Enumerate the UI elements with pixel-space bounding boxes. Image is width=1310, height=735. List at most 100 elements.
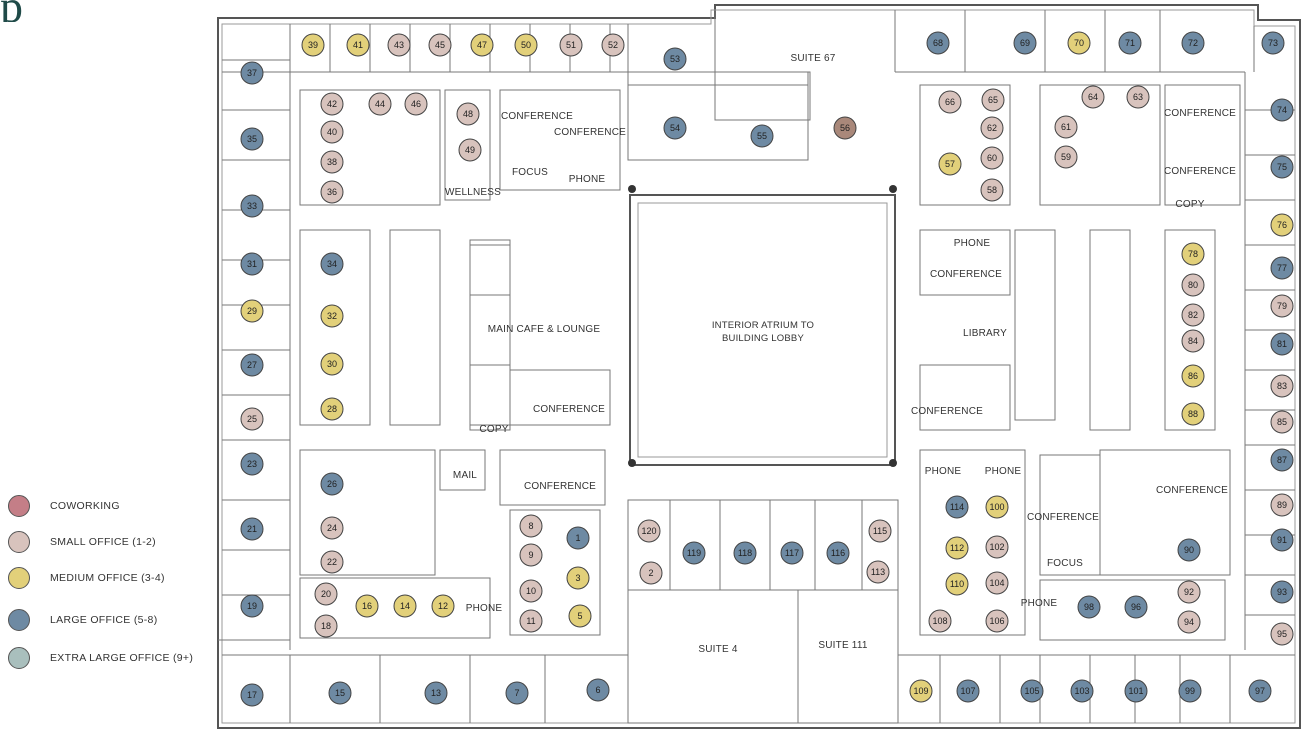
office-marker-circle[interactable] [320,397,344,421]
office-marker-59[interactable]: 59 [1054,145,1078,169]
office-marker-76[interactable]: 76 [1270,213,1294,237]
office-marker-38[interactable]: 38 [320,150,344,174]
office-marker-117[interactable]: 117 [780,541,804,565]
office-marker-circle[interactable] [1270,256,1294,280]
office-marker-circle[interactable] [428,33,452,57]
office-marker-circle[interactable] [1077,595,1101,619]
office-marker-64[interactable]: 64 [1081,85,1105,109]
office-marker-107[interactable]: 107 [956,679,980,703]
office-marker-circle[interactable] [868,519,892,543]
office-marker-77[interactable]: 77 [1270,256,1294,280]
office-marker-72[interactable]: 72 [1181,31,1205,55]
office-marker-circle[interactable] [1118,31,1142,55]
office-marker-circle[interactable] [320,516,344,540]
office-marker-101[interactable]: 101 [1124,679,1148,703]
office-marker-80[interactable]: 80 [1181,273,1205,297]
office-marker-circle[interactable] [1261,31,1285,55]
office-marker-circle[interactable] [240,61,264,85]
office-marker-circle[interactable] [240,594,264,618]
office-marker-circle[interactable] [505,681,529,705]
office-marker-83[interactable]: 83 [1270,374,1294,398]
office-marker-circle[interactable] [387,33,411,57]
office-marker-6[interactable]: 6 [586,678,610,702]
office-marker-circle[interactable] [1126,85,1150,109]
office-marker-circle[interactable] [456,102,480,126]
office-marker-96[interactable]: 96 [1124,595,1148,619]
office-marker-circle[interactable] [240,353,264,377]
office-marker-circle[interactable] [980,146,1004,170]
office-marker-circle[interactable] [980,116,1004,140]
office-marker-circle[interactable] [985,571,1009,595]
office-marker-circle[interactable] [1270,622,1294,646]
office-marker-34[interactable]: 34 [320,252,344,276]
office-marker-circle[interactable] [1020,679,1044,703]
office-marker-circle[interactable] [301,33,325,57]
office-marker-circle[interactable] [926,31,950,55]
office-marker-71[interactable]: 71 [1118,31,1142,55]
office-marker-58[interactable]: 58 [980,178,1004,202]
office-marker-circle[interactable] [1181,303,1205,327]
office-marker-60[interactable]: 60 [980,146,1004,170]
office-marker-circle[interactable] [1270,528,1294,552]
office-marker-84[interactable]: 84 [1181,329,1205,353]
office-marker-circle[interactable] [1248,679,1272,703]
office-marker-53[interactable]: 53 [663,47,687,71]
office-marker-circle[interactable] [240,452,264,476]
office-marker-47[interactable]: 47 [470,33,494,57]
office-marker-66[interactable]: 66 [938,90,962,114]
office-marker-circle[interactable] [938,90,962,114]
office-marker-16[interactable]: 16 [355,594,379,618]
office-marker-39[interactable]: 39 [301,33,325,57]
office-marker-25[interactable]: 25 [240,407,264,431]
office-marker-circle[interactable] [320,550,344,574]
office-marker-2[interactable]: 2 [639,561,663,585]
office-marker-circle[interactable] [458,138,482,162]
office-marker-32[interactable]: 32 [320,304,344,328]
office-marker-10[interactable]: 10 [519,579,543,603]
office-marker-63[interactable]: 63 [1126,85,1150,109]
office-marker-90[interactable]: 90 [1177,538,1201,562]
office-marker-circle[interactable] [320,150,344,174]
office-marker-circle[interactable] [938,152,962,176]
office-marker-circle[interactable] [663,116,687,140]
office-marker-73[interactable]: 73 [1261,31,1285,55]
office-marker-26[interactable]: 26 [320,472,344,496]
office-marker-17[interactable]: 17 [240,683,264,707]
office-marker-circle[interactable] [320,352,344,376]
office-marker-88[interactable]: 88 [1181,402,1205,426]
office-marker-circle[interactable] [240,252,264,276]
office-marker-103[interactable]: 103 [1070,679,1094,703]
office-marker-13[interactable]: 13 [424,681,448,705]
office-marker-circle[interactable] [404,92,428,116]
office-marker-116[interactable]: 116 [826,541,850,565]
office-marker-circle[interactable] [240,683,264,707]
office-marker-circle[interactable] [519,543,543,567]
office-marker-circle[interactable] [368,92,392,116]
office-marker-69[interactable]: 69 [1013,31,1037,55]
office-marker-78[interactable]: 78 [1181,242,1205,266]
office-marker-circle[interactable] [985,495,1009,519]
office-marker-20[interactable]: 20 [314,582,338,606]
office-marker-circle[interactable] [945,536,969,560]
office-marker-circle[interactable] [1124,595,1148,619]
office-marker-circle[interactable] [240,299,264,323]
office-marker-1[interactable]: 1 [566,526,590,550]
office-marker-44[interactable]: 44 [368,92,392,116]
office-marker-50[interactable]: 50 [514,33,538,57]
office-marker-81[interactable]: 81 [1270,332,1294,356]
office-marker-29[interactable]: 29 [240,299,264,323]
office-marker-94[interactable]: 94 [1177,610,1201,634]
office-marker-30[interactable]: 30 [320,352,344,376]
office-marker-circle[interactable] [909,679,933,703]
office-marker-circle[interactable] [1181,31,1205,55]
office-marker-circle[interactable] [355,594,379,618]
office-marker-40[interactable]: 40 [320,120,344,144]
office-marker-circle[interactable] [1181,402,1205,426]
office-marker-118[interactable]: 118 [733,541,757,565]
office-marker-45[interactable]: 45 [428,33,452,57]
office-marker-74[interactable]: 74 [1270,98,1294,122]
office-marker-circle[interactable] [637,519,661,543]
office-marker-8[interactable]: 8 [519,514,543,538]
office-marker-86[interactable]: 86 [1181,364,1205,388]
office-marker-12[interactable]: 12 [431,594,455,618]
